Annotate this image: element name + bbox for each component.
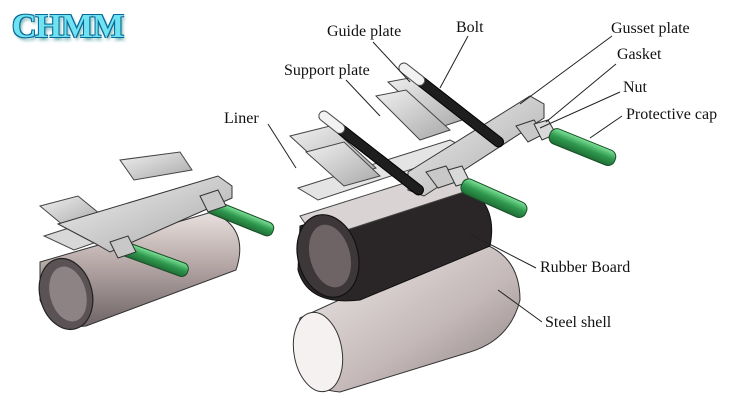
left-gusset-plate [56,175,233,253]
protective-cap-lower [460,178,528,219]
label-support-plate: Support plate [284,62,370,79]
label-liner: Liner [224,110,259,127]
label-gasket: Gasket [617,46,662,63]
label-gusset-plate: Gusset plate [611,20,690,37]
support-plate-2 [304,141,381,187]
brand-logo: CHMM [12,8,124,45]
label-nut: Nut [623,79,647,96]
label-guide-plate: Guide plate [327,23,402,40]
guide-plate-2 [374,89,451,141]
label-steel-shell: Steel shell [545,314,612,331]
label-bolt: Bolt [456,19,484,36]
left-clamp-assembly [38,151,275,331]
protective-cap-upper [548,128,617,167]
label-rubber-board: Rubber Board [540,259,631,276]
right-clamp-assembly [288,62,617,393]
leader-lines [267,35,623,323]
label-protective-cap: Protective cap [626,106,718,123]
